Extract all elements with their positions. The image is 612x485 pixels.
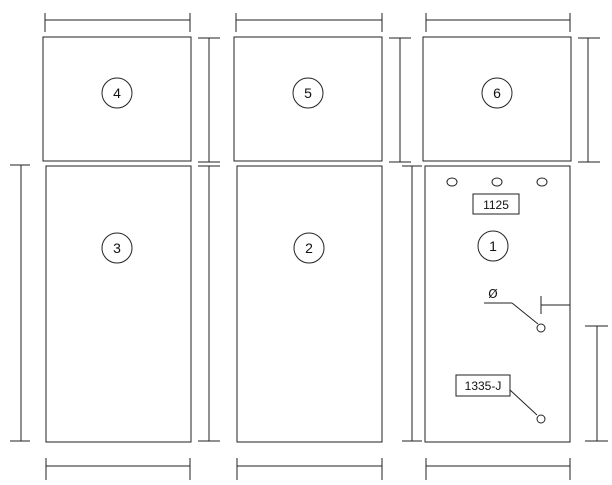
dim-bottom-col2 xyxy=(236,458,383,480)
panel-2-number-circle xyxy=(293,232,325,264)
panel-4-number-circle xyxy=(101,77,133,109)
indicator-light-left xyxy=(446,177,458,187)
indicator-light-right xyxy=(536,177,548,187)
dim-col1-upper-right xyxy=(198,37,220,163)
panel-6: 6 xyxy=(422,36,572,162)
lower-panels: 3 2 1125 1 Ø xyxy=(45,165,571,443)
panel-1: 1125 1 Ø 1335-J xyxy=(424,165,571,443)
dim-col3-upper-right xyxy=(578,37,600,163)
indicator-light-center xyxy=(491,177,503,187)
dim-col1-lower-right xyxy=(198,165,220,442)
disconnect-switch-symbol xyxy=(484,296,570,333)
bottom-dimension-lines xyxy=(45,458,571,480)
tag-1335-j-leader xyxy=(509,389,546,424)
tag-1335-j-label: 1335-J xyxy=(465,379,502,393)
tag-1125-box xyxy=(472,193,520,215)
dim-top-col3 xyxy=(425,13,571,32)
tag-1125-label: 1125 xyxy=(483,198,509,212)
panel-5-number: 5 xyxy=(304,85,312,101)
vertical-dimension-lines xyxy=(10,37,608,442)
panel-3: 3 xyxy=(45,165,192,443)
panel-2: 2 xyxy=(236,165,383,443)
dim-col2-lower-right xyxy=(402,165,422,442)
panel-4: 4 xyxy=(42,36,192,162)
dim-top-col1 xyxy=(44,13,191,32)
top-dimension-lines xyxy=(44,13,571,32)
diameter-symbol: Ø xyxy=(488,287,497,301)
panel-3-number: 3 xyxy=(113,240,121,256)
panel-3-number-circle xyxy=(101,232,133,264)
panel-5: 5 xyxy=(233,36,383,162)
dim-bottom-col3 xyxy=(425,458,571,480)
panel-2-number: 2 xyxy=(305,240,313,256)
panel-6-number: 6 xyxy=(493,85,501,101)
dim-left-col1-lower xyxy=(10,164,30,442)
upper-panels: 4 5 6 xyxy=(42,36,572,162)
panel-6-number-circle xyxy=(481,77,513,109)
dim-col3-lower-right xyxy=(585,325,608,442)
panel-4-number: 4 xyxy=(113,85,121,101)
panel-5-number-circle xyxy=(292,77,324,109)
dim-col2-upper-right xyxy=(389,37,411,163)
dim-top-col2 xyxy=(235,13,383,32)
dim-bottom-col1 xyxy=(45,458,191,480)
panel-1-number-circle xyxy=(477,230,509,262)
panel-1-number: 1 xyxy=(489,238,497,254)
tag-1335-j-box xyxy=(455,374,511,397)
